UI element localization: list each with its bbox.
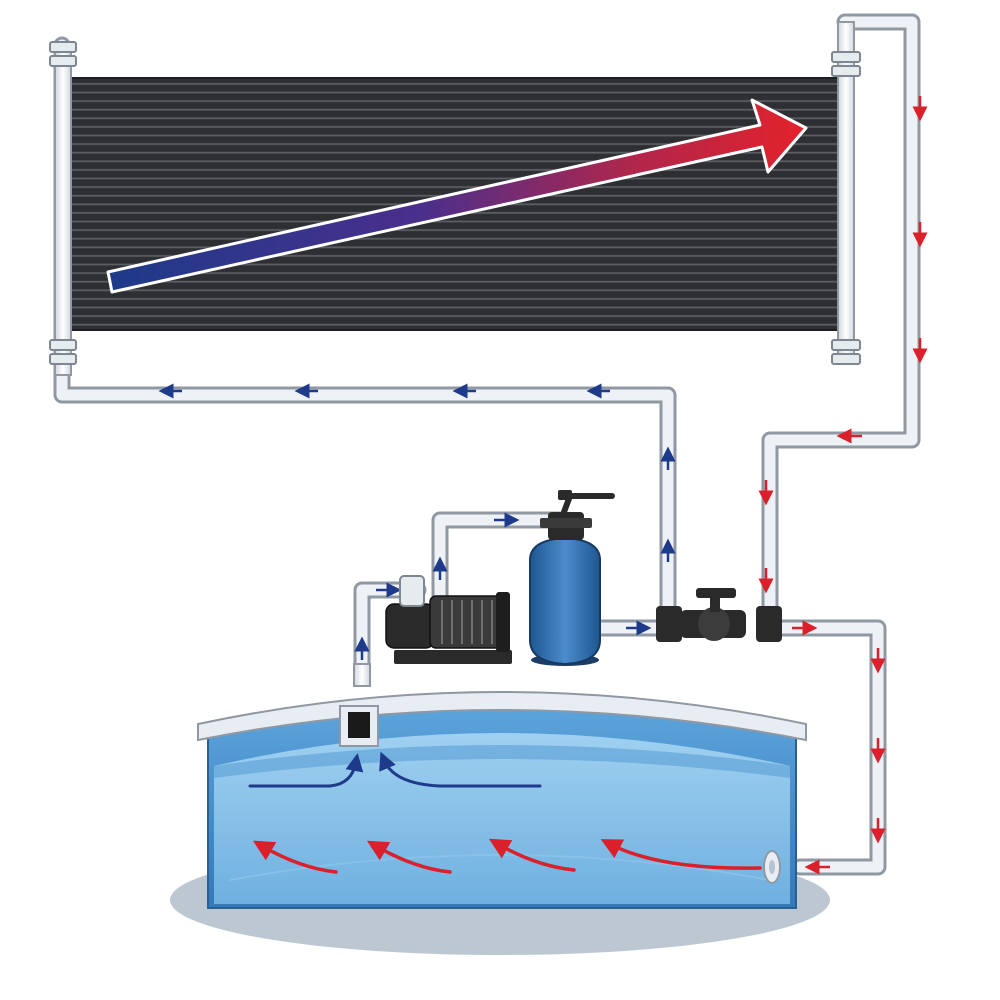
sand-filter — [529, 490, 615, 666]
valve-tee-right — [756, 606, 782, 642]
three-way-bypass-valve — [656, 588, 782, 642]
above-ground-pool — [197, 691, 807, 909]
pool-pump — [385, 575, 512, 664]
cold-flow-arrows — [158, 383, 676, 660]
heating-gradient-arrow — [106, 98, 808, 294]
valve-tee-left — [656, 606, 682, 642]
skimmer-inlet — [339, 705, 379, 747]
solar-collector-panel — [49, 21, 861, 376]
pump-lid — [399, 575, 425, 607]
panel-fittings — [49, 41, 861, 365]
surface-flow-lines — [248, 751, 542, 788]
pump-housing — [385, 603, 435, 649]
return-jet — [763, 850, 781, 884]
filter-tank — [529, 536, 601, 666]
valve-handle — [696, 588, 736, 598]
panel-left-header — [54, 44, 72, 376]
warm-water-circulation-arrows — [252, 838, 762, 874]
skimmer-outlet-pipe — [353, 663, 371, 687]
pump-base — [394, 650, 512, 664]
hot-flow-arrows — [758, 96, 928, 875]
